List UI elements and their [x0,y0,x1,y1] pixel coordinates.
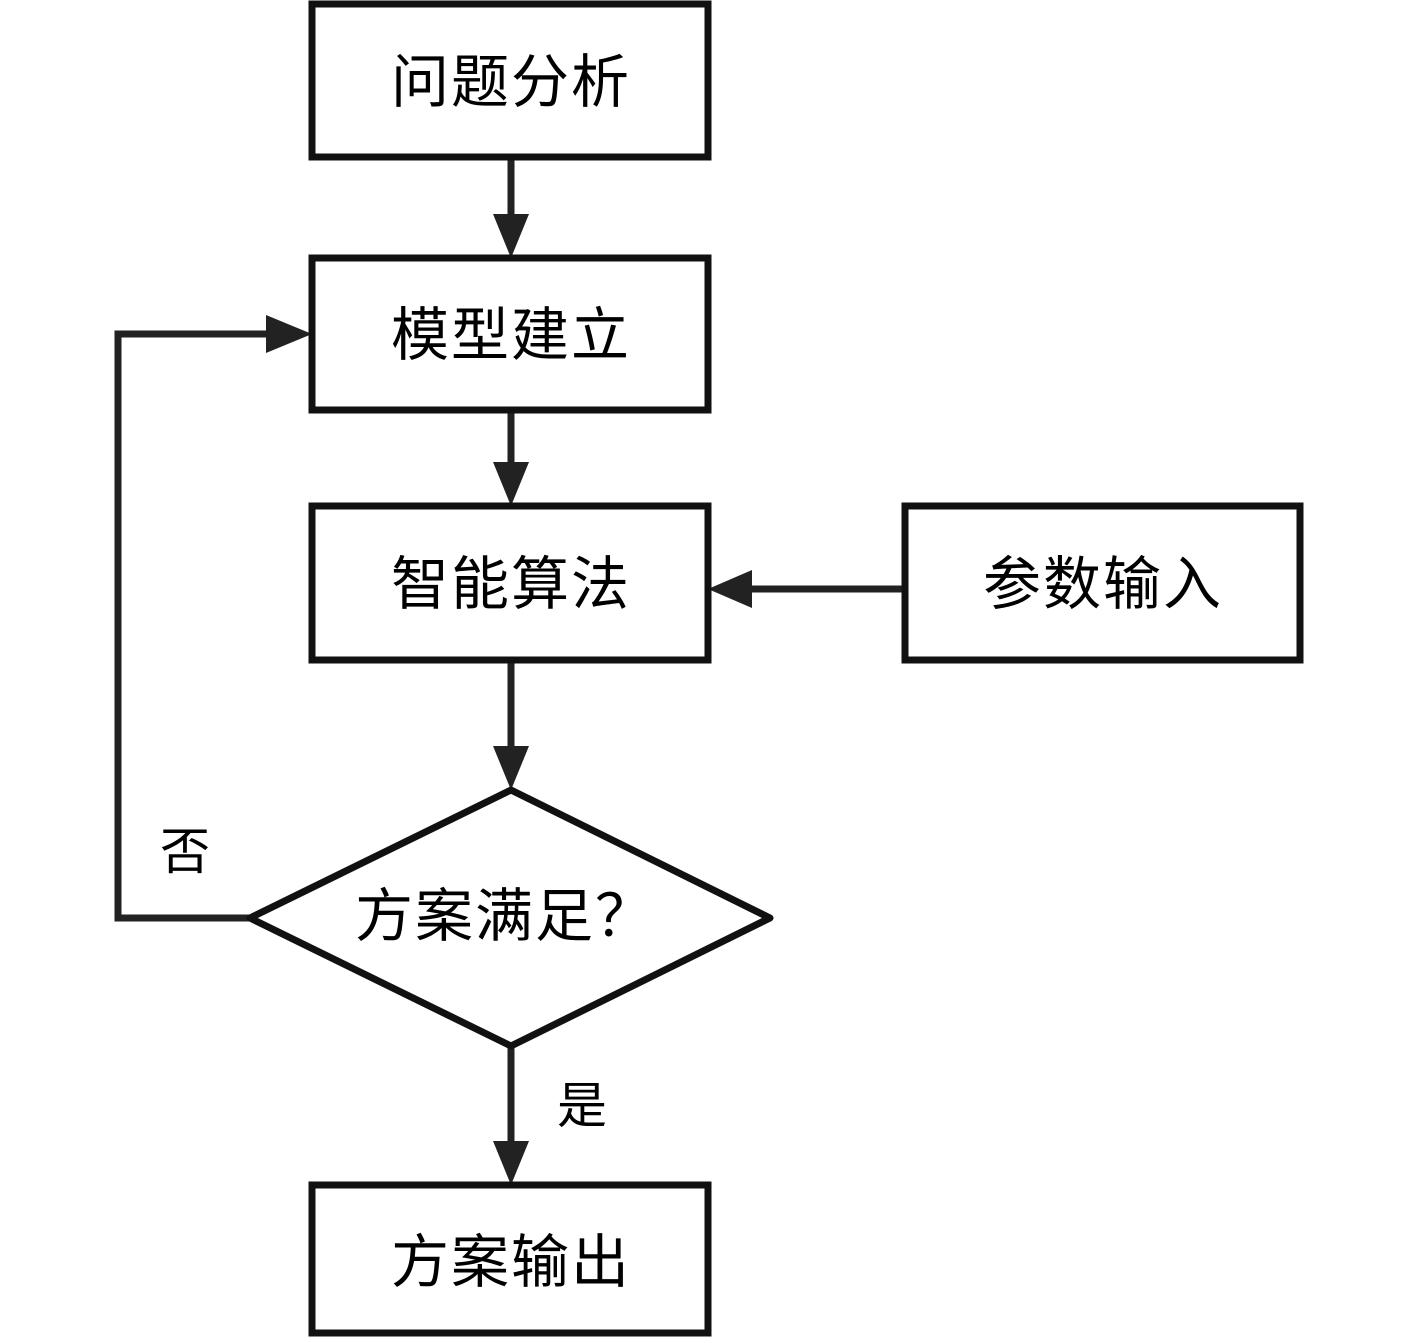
node-problem-analysis[interactable]: 问题分析 [308,0,712,161]
node-problem-analysis-label: 问题分析 [391,48,631,116]
node-intelligent-algorithm[interactable]: 智能算法 [308,502,712,664]
edge-problem-to-model [493,157,529,258]
node-model-building[interactable]: 模型建立 [308,254,712,414]
arrow-head-right-to-model [266,315,312,353]
edge-algorithm-to-decision [493,660,529,790]
node-scheme-output-box[interactable] [308,1181,712,1337]
edge-line-no-feedback [114,330,272,922]
node-intelligent-algorithm-box[interactable] [308,502,712,664]
node-scheme-output[interactable]: 方案输出 [308,1181,712,1337]
arrow-head-down-to-output [493,1141,529,1185]
node-scheme-satisfied[interactable]: 方案满足？ [246,786,774,1050]
arrow-head-down-to-decision [493,746,529,790]
node-intelligent-algorithm-label: 智能算法 [391,550,631,618]
edge-label-yes: 是 [557,1077,607,1135]
arrow-head-down-to-algorithm [493,462,529,506]
edge-label-no: 否 [160,823,210,881]
node-scheme-output-label: 方案输出 [391,1228,631,1296]
node-scheme-satisfied-diamond[interactable] [246,786,774,1050]
node-parameter-input[interactable]: 参数输入 [901,502,1304,664]
edge-decision-yes-to-output [493,1046,529,1185]
node-model-building-label: 模型建立 [391,301,631,369]
arrow-head-left-to-algorithm [708,570,752,608]
node-model-building-box[interactable] [308,254,712,414]
node-parameter-input-box[interactable] [901,502,1304,664]
node-scheme-satisfied-label: 方案满足？ [355,882,655,950]
edge-model-to-algorithm [493,410,529,506]
arrow-head-down-to-model [493,214,529,258]
node-parameter-input-label: 参数输入 [983,550,1223,618]
node-problem-analysis-box[interactable] [308,0,712,161]
edge-decision-no-to-model [114,315,312,922]
edge-param-to-algorithm [708,570,905,608]
